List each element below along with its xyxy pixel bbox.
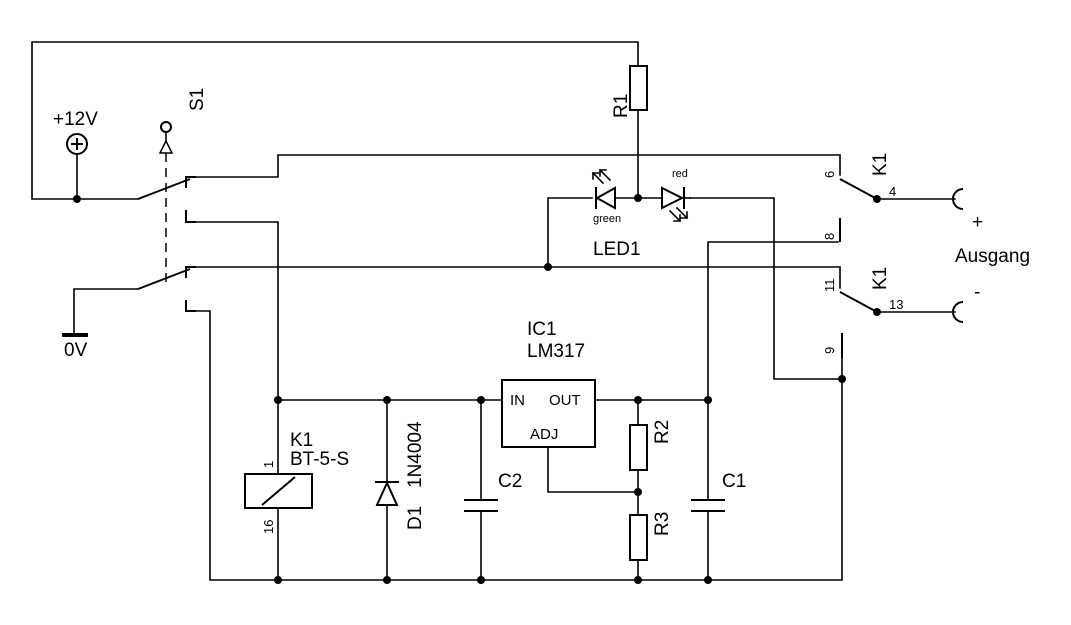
junction-dot [634,396,642,404]
relay-coil: 1 16 K1 BT-5-S [244,430,349,534]
relay-coil-body [244,473,313,509]
regulator-ic1: IN OUT ADJ IC1 LM317 [501,319,596,448]
relay-contact-lower-ref: K1 [870,267,891,290]
junctions [73,194,881,584]
junction-dot [704,396,712,404]
junction-dot [477,396,485,404]
wire-s1b-nc [185,310,843,581]
supply-ground: 0V [62,333,88,361]
wire-led-red [689,197,843,380]
relay-coil-model: BT-5-S [290,449,349,470]
regulator-pin-out: OUT [549,392,581,409]
junction-dot [704,576,712,584]
led-red-label: red [672,168,688,180]
junction-dot [838,375,846,383]
wire-ground [73,288,139,334]
supply-ground-label: 0V [64,340,88,361]
capacitor-c2-label: C2 [498,471,522,492]
led-green-label: green [593,213,621,225]
resistor-r3-body [629,514,648,561]
wire-top-loop [31,41,639,200]
wire-s1a-nc [185,221,279,401]
junction-dot [477,576,485,584]
resistor-r3-label: R3 [652,512,673,536]
resistor-r2: R2 [629,420,673,471]
diode-ref-label: D1 [405,506,426,530]
junction-dot [274,396,282,404]
relay-contact-upper-ref: K1 [870,153,891,176]
relay-pin-9: 9 [822,347,837,354]
capacitor-c1: C1 [691,471,746,512]
regulator-body [501,379,596,448]
regulator-pin-adj: ADJ [530,426,558,443]
output-label: Ausgang [955,246,1030,267]
capacitor-c2: C2 [464,471,522,512]
wire-s1a-to-k1-6 [192,154,841,178]
regulator-pin-in: IN [510,392,525,409]
led-pair: green red LED1 [591,168,691,260]
switch-s1: S1 [137,88,208,312]
junction-dot [634,576,642,584]
relay-contacts: 6 4 8 K1 11 13 9 K1 [822,153,903,358]
diode-d1: 1N4004 D1 [375,421,426,530]
junction-dot [544,263,552,271]
relay-coil-ref: K1 [290,430,313,451]
relay-pin-6: 6 [822,171,837,178]
junction-dot [634,488,642,496]
relay-pin-4: 4 [889,184,896,199]
resistor-r1-body [629,65,648,111]
wire-adj [547,446,639,493]
wire-s1b-to-k1-11 [192,266,841,289]
relay-contact-lower [839,291,878,313]
switch-ref-label: S1 [187,88,208,111]
output-minus-label: - [974,282,980,303]
resistor-r2-label: R2 [652,420,673,444]
relay-contact-upper [839,178,878,200]
wires [31,41,956,581]
relay-pin-13: 13 [889,297,903,312]
diode-model-label: 1N4004 [405,421,426,488]
switch-pole-upper [137,178,191,200]
switch-pole-lower [137,268,191,290]
junction-dot [383,396,391,404]
led-green-icon [594,186,616,210]
wire-led-green [547,197,593,268]
output-plus-label: + [972,212,983,233]
led-ref-label: LED1 [593,239,641,260]
capacitor-c1-label: C1 [722,471,746,492]
supply-plus-icon [66,133,88,155]
junction-dot [383,576,391,584]
supply-positive-label: +12V [53,109,98,130]
switch-actuator-icon [160,121,172,133]
led-red-icon [661,186,685,210]
junction-dot [274,576,282,584]
relay-coil-pin-1: 1 [261,461,276,468]
output-terminals: + - Ausgang [952,188,1030,323]
relay-coil-pin-16: 16 [261,520,276,534]
regulator-model-label: LM317 [527,341,585,362]
resistor-r3: R3 [629,512,673,561]
regulator-ref-label: IC1 [527,319,557,340]
relay-pin-11: 11 [822,279,837,293]
resistor-r1-label: R1 [611,94,632,118]
output-plus-terminal-icon [952,188,964,210]
relay-pin-8: 8 [822,233,837,240]
resistor-r2-body [629,424,648,471]
diode-icon [375,480,399,506]
ground-icon [62,333,88,337]
junction-dot [73,195,81,203]
supply-12v: +12V [53,109,98,155]
output-minus-terminal-icon [952,301,964,323]
wire-k1-8 [707,241,839,401]
resistor-r1: R1 [611,65,648,118]
